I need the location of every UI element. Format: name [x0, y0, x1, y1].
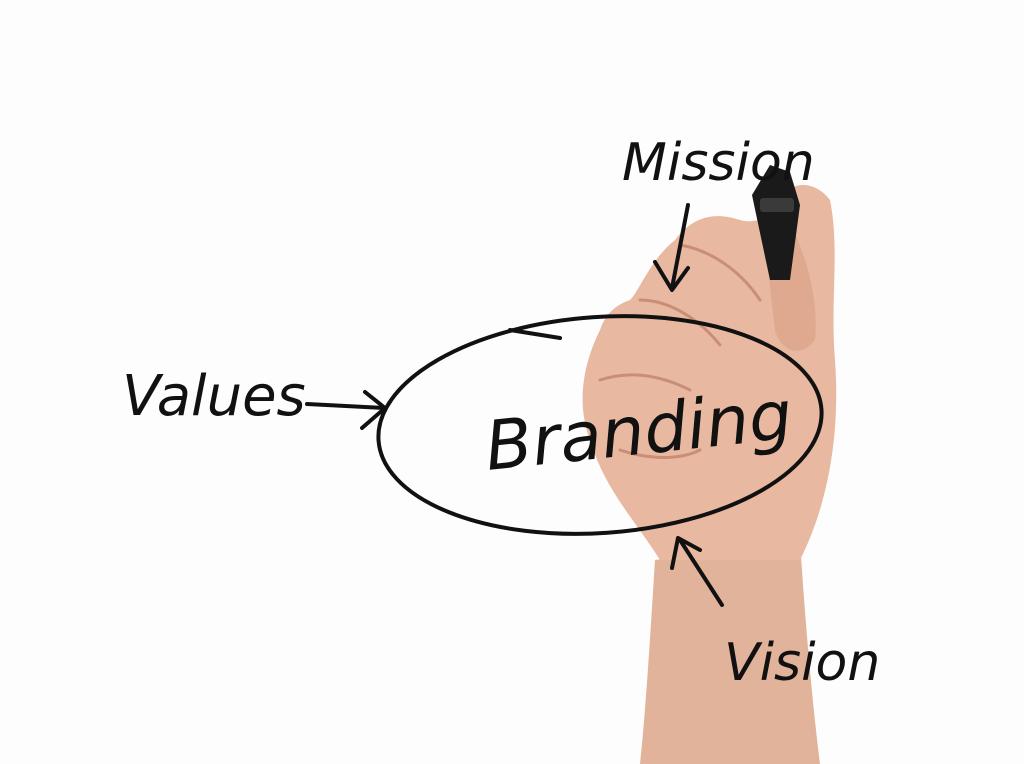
- ellipse-tail: [508, 328, 562, 340]
- label-values: Values: [122, 364, 306, 429]
- finger-creases: [598, 243, 762, 459]
- label-mission: Mission: [622, 133, 815, 193]
- label-vision: Vision: [724, 633, 880, 693]
- arrow-icon-vision: [670, 536, 724, 607]
- forearm: [640, 540, 820, 764]
- branding-ellipse: [376, 314, 824, 536]
- arrow-icon-mission: [653, 203, 690, 292]
- marker-pen-icon: [752, 165, 800, 280]
- arrow-icon-values: [305, 390, 387, 430]
